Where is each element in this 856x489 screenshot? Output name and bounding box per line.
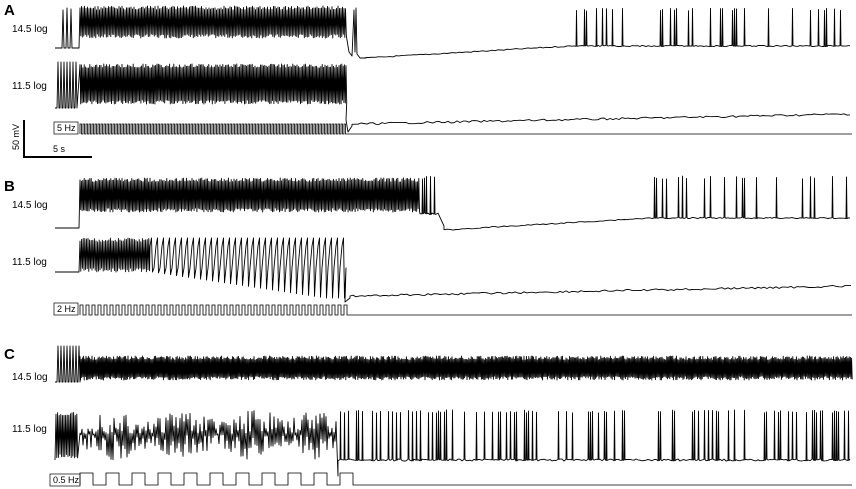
scale-bar-lines: [23, 120, 92, 158]
scale-bar-voltage-label: 50 mV: [11, 124, 21, 150]
panel-b-stimulus-label: 2 Hz: [57, 304, 76, 314]
panel-b-top-trace: [55, 175, 851, 231]
panel-c-stimulus-label: 0.5 Hz: [53, 475, 80, 485]
panel-c-bottom-trace-label: 11.5 log: [12, 424, 47, 435]
panel-letter-a: A: [4, 2, 15, 19]
panel-c-bottom-trace: [54, 409, 851, 477]
panel-a: A 14.5 log 11.5 log 5 Hz: [4, 2, 852, 135]
panel-letter-c: C: [4, 346, 15, 363]
panel-b-bottom-trace-label: 11.5 log: [12, 257, 47, 268]
panel-b-bottom-trace: [55, 237, 851, 303]
panel-letter-b: B: [4, 178, 15, 195]
scale-bar: 50 mV 5 s: [11, 120, 92, 158]
panel-b-stimulus-label-box: [53, 302, 79, 316]
panel-a-stimulus-label-box: [53, 121, 79, 135]
scale-bar-time-label: 5 s: [53, 144, 66, 154]
panel-c: C 14.5 log 11.5 log 0.5 Hz: [4, 345, 853, 487]
panel-b: B 14.5 log 11.5 log 2 Hz: [4, 175, 852, 316]
panel-a-stimulus-trace: [79, 123, 852, 135]
panel-b-top-trace-label: 14.5 log: [12, 200, 48, 211]
panel-a-top-trace-label: 14.5 log: [12, 24, 48, 35]
panel-a-bottom-trace: [55, 61, 851, 133]
panel-b-stimulus-trace: [79, 304, 852, 316]
panel-a-bottom-trace-label: 11.5 log: [12, 81, 47, 92]
panel-a-stimulus-label: 5 Hz: [57, 123, 76, 133]
panel-a-top-trace: [55, 5, 850, 59]
panel-c-top-trace: [55, 345, 853, 383]
panel-c-stimulus-trace: [79, 472, 852, 486]
panel-c-top-trace-label: 14.5 log: [12, 372, 48, 383]
